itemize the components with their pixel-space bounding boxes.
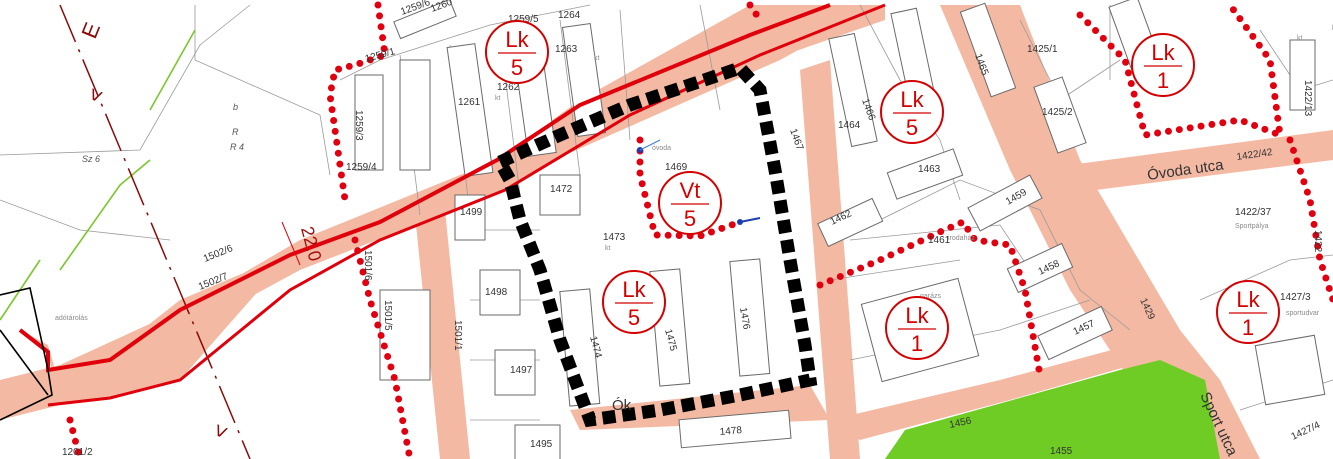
axis-letter-top: E <box>76 19 105 42</box>
parcel-number: 1422/37 <box>1235 207 1272 218</box>
small-map-label: óvoda <box>652 145 671 152</box>
zone-lk1-top-right[interactable]: Lk 1 <box>1131 33 1195 97</box>
land-use-code: R 4 <box>230 142 244 152</box>
zone-lk1-bottom[interactable]: Lk 1 <box>885 296 949 360</box>
parcel-number: 1455 <box>1050 446 1073 457</box>
parcel-number: 1425/2 <box>1042 107 1073 118</box>
geo-labels: bR R 4 Sz 6 <box>82 102 244 164</box>
zone-code: Lk <box>1151 40 1175 65</box>
zone-badge-circle <box>485 20 549 84</box>
parcel-number: 1262 <box>497 82 520 93</box>
parcel-number: 1456 <box>948 415 972 430</box>
parcel-number: 1259/1 <box>364 46 397 65</box>
parcel-number: 1261 <box>458 97 481 108</box>
small-map-label: kt <box>495 95 501 102</box>
parcel-number: 1461 <box>928 235 951 246</box>
small-map-label: kt <box>605 245 611 252</box>
parcel-number: 1478 <box>719 425 743 438</box>
small-map-label: adótárolás <box>55 315 88 322</box>
zone-number: 5 <box>511 55 523 80</box>
vertical-road-center <box>800 60 860 459</box>
zone-lk5-middle-right[interactable]: Lk 5 <box>880 80 944 144</box>
zone-number: 5 <box>906 115 918 140</box>
zone-badge-circle <box>1216 280 1280 344</box>
zone-code: Lk <box>905 303 929 328</box>
south-road <box>830 345 1150 440</box>
parcel-number: 1467 <box>787 127 805 152</box>
land-use-code: b <box>233 102 238 112</box>
zone-badge-circle <box>602 270 666 334</box>
parcel-number: 1469 <box>665 162 688 173</box>
zone-badge-circle <box>880 80 944 144</box>
small-map-label: irodaház <box>948 235 975 242</box>
parcel-number: 1427/3 <box>1280 292 1311 303</box>
green-lines <box>0 29 196 321</box>
zone-number: 1 <box>1242 315 1254 340</box>
parcel-number: 1463 <box>918 164 941 175</box>
small-map-label: sportudvar <box>1286 310 1320 317</box>
ovoda-utca-road <box>1070 130 1333 192</box>
small-map-label: garázs <box>920 293 942 300</box>
zone-code: Lk <box>622 277 646 302</box>
zone-lk5-top[interactable]: Lk 5 <box>485 20 549 84</box>
land-use-code: R <box>232 127 239 137</box>
parcel-number: 1501/6 <box>362 250 373 281</box>
small-map-label: Sportpálya <box>1235 223 1269 230</box>
zone-number: 5 <box>684 206 696 231</box>
zone-lk1-right[interactable]: Lk 1 <box>1216 280 1280 344</box>
parcel-number: 1501/1 <box>452 320 463 351</box>
parcel-number: 1495 <box>530 439 553 450</box>
zone-lk5-center[interactable]: Lk 5 <box>602 270 666 334</box>
planning-area-boundary <box>490 60 818 428</box>
vertical-road-west <box>415 210 470 459</box>
parcel-number: 1425/1 <box>1027 44 1058 55</box>
zone-badge-circle <box>1131 33 1195 97</box>
east-road-diagonal <box>940 5 1260 459</box>
zone-dotted-borders <box>66 1 1333 459</box>
land-use-code: Sz 6 <box>82 154 100 164</box>
parcel-number: 1472 <box>550 184 573 195</box>
road-boundary <box>18 3 886 407</box>
zone-number: 1 <box>1157 68 1169 93</box>
zone-code: Lk <box>505 27 529 52</box>
parcel-number: 1476 <box>737 307 752 331</box>
zone-badge-circle <box>885 296 949 360</box>
parcel-number: 1201/2 <box>62 447 93 458</box>
parcel-number: 1502/6 <box>202 243 235 265</box>
parcel-number: 1422 <box>1312 230 1323 253</box>
zone-code: Lk <box>1236 287 1260 312</box>
axis-arrow-bottom: < <box>206 421 234 442</box>
small-map-label: kt <box>1297 35 1303 42</box>
parcel-number: 1422/13 <box>1302 80 1313 117</box>
black-lines <box>0 287 53 421</box>
green-park-area <box>885 360 1220 459</box>
zone-code: Vt <box>680 178 701 203</box>
blue-markers <box>637 139 761 225</box>
zone-vt5[interactable]: Vt 5 <box>658 171 722 235</box>
zone-badge-circle <box>658 171 722 235</box>
parcel-number: 1498 <box>485 287 508 298</box>
parcel-number: 1263 <box>555 44 578 55</box>
parcel-number: 1499 <box>460 207 483 218</box>
zone-number: 1 <box>911 331 923 356</box>
parcel-number: 1259/5 <box>508 14 539 25</box>
street-label-partial: Ók <box>612 397 632 414</box>
axis-line <box>59 4 251 459</box>
parcel-number: 1422/42 <box>1236 147 1274 163</box>
parcel-number: 1259/3 <box>353 110 364 141</box>
parcel-number: 1264 <box>558 10 581 21</box>
parcel-number: 1259/4 <box>346 162 377 173</box>
zone-number: 5 <box>628 305 640 330</box>
parcel-number: 1464 <box>838 120 861 131</box>
parcel-number: 1427/4 <box>1290 420 1323 443</box>
parcel-number: 1501/5 <box>382 300 393 331</box>
parcel-number: 1497 <box>510 365 533 376</box>
zone-code: Lk <box>900 87 924 112</box>
parcel-number: 1473 <box>603 232 626 243</box>
small-map-label: kt <box>594 55 600 62</box>
